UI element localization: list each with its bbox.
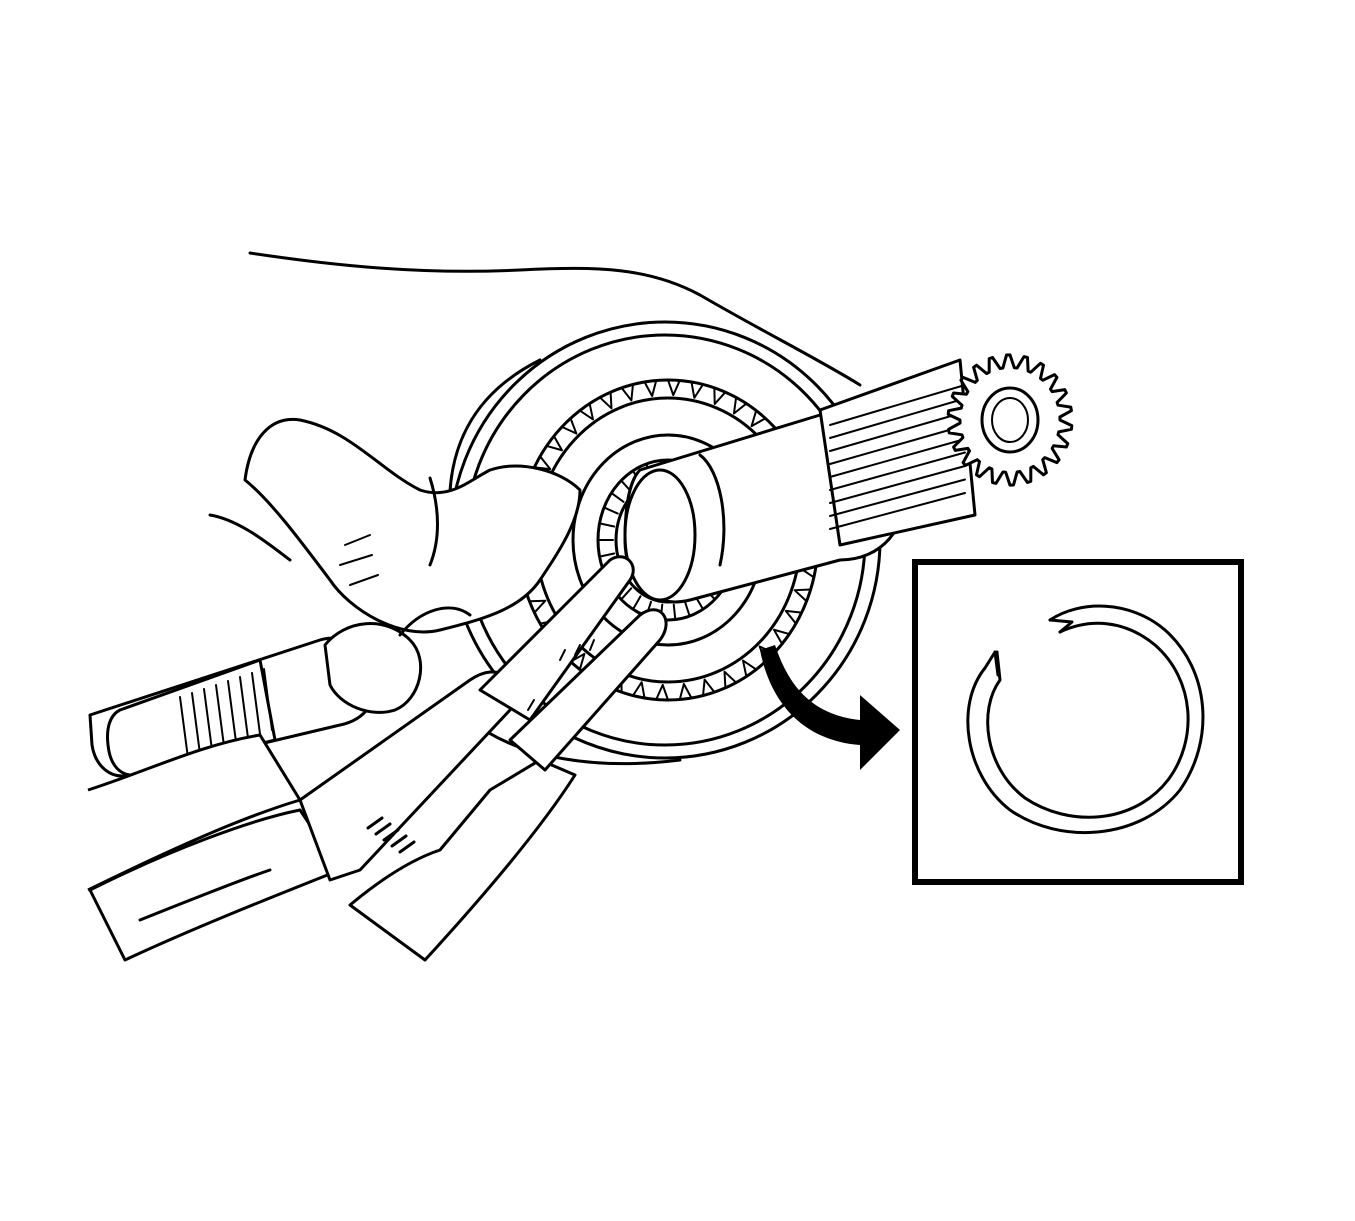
hub-spline xyxy=(632,595,642,611)
hub-spline xyxy=(610,491,625,503)
spring-coil xyxy=(398,840,416,854)
shaft-spline xyxy=(829,384,966,426)
gear-tooth xyxy=(560,417,578,435)
gear-tooth xyxy=(643,379,658,398)
shaft-spline xyxy=(829,411,966,452)
gear-tooth xyxy=(631,681,646,700)
hub-spline xyxy=(683,600,691,618)
gear-tooth xyxy=(750,409,767,428)
shaft-spline xyxy=(829,397,966,439)
spring-coil xyxy=(390,834,408,848)
input-spline xyxy=(203,688,213,751)
gear-tooth xyxy=(702,678,716,697)
snap-ring-pliers-icon xyxy=(88,555,668,962)
shaft-spline xyxy=(829,478,966,517)
shaft-spline xyxy=(829,465,966,504)
shaft-spline xyxy=(829,424,966,465)
input-spline xyxy=(263,668,273,731)
hub-spline xyxy=(598,522,616,528)
shaft-spline xyxy=(829,451,966,491)
gear-tooth xyxy=(528,599,547,614)
gear-tooth xyxy=(620,383,634,402)
input-spline xyxy=(251,672,261,735)
gear-tooth xyxy=(773,628,791,645)
upper-arm-outline xyxy=(248,251,862,387)
hub-spline xyxy=(598,552,616,558)
hub-spline xyxy=(672,603,677,621)
gear-tooth xyxy=(713,386,727,405)
left-hand xyxy=(208,417,582,634)
pliers-spring xyxy=(366,816,416,854)
hub-spline xyxy=(603,506,619,515)
input-spline xyxy=(215,684,225,747)
gear-tooth xyxy=(578,402,594,421)
input-spline xyxy=(239,676,249,739)
input-shaft-splines xyxy=(179,668,273,759)
gear-tooth xyxy=(678,682,693,701)
curved-arrow-icon xyxy=(760,645,900,770)
snap-ring-detail xyxy=(912,559,1244,885)
input-spline xyxy=(179,696,189,759)
gear-tooth xyxy=(667,379,681,397)
gear-tooth xyxy=(598,391,613,410)
gear-tooth xyxy=(784,609,803,625)
input-spline xyxy=(227,680,237,743)
output-shaft xyxy=(623,353,1074,604)
right-hand xyxy=(87,606,472,892)
spring-coil xyxy=(382,828,400,842)
shaft-splines xyxy=(829,384,966,530)
gear-tooth xyxy=(690,380,705,399)
gear-tooth xyxy=(742,659,758,678)
shaft-spline xyxy=(829,438,966,478)
snap-ring-detail-icon xyxy=(966,604,1205,834)
hub-spline xyxy=(620,587,633,601)
spring-coil xyxy=(366,816,384,830)
gear-tooth xyxy=(655,683,669,701)
gear-tooth xyxy=(545,435,563,452)
input-spline xyxy=(191,692,201,755)
gear-tooth xyxy=(732,396,748,415)
spring-coil xyxy=(374,822,392,836)
gear-tooth xyxy=(723,670,738,689)
shaft-spline xyxy=(829,492,966,530)
gear-tooth xyxy=(793,588,812,603)
